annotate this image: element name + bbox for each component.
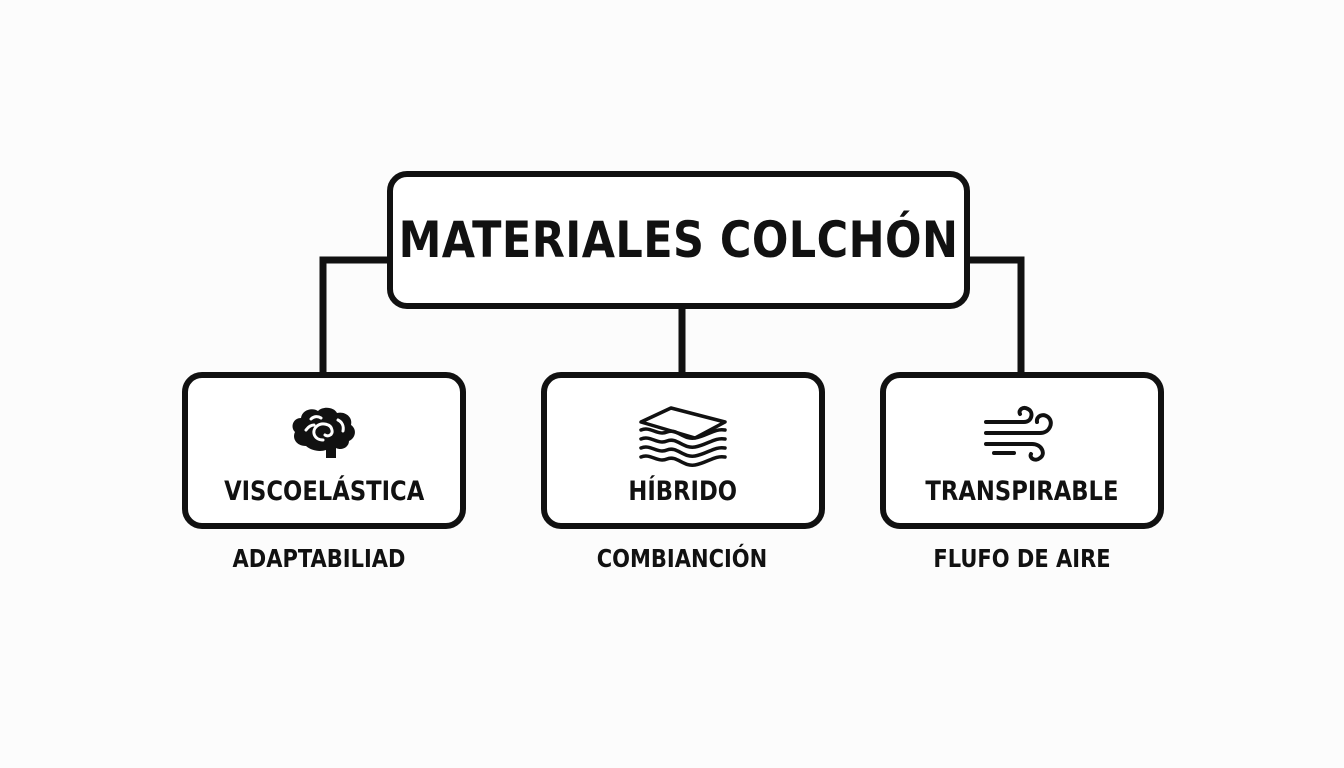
node-hibrido: HÍBRIDO — [541, 372, 825, 529]
connector-root-to-transpirable — [967, 256, 1025, 375]
caption-hibrido: COMBIANCIÓN — [596, 544, 768, 573]
node-viscoelastica: VISCOELÁSTICA — [182, 372, 466, 529]
layers-icon — [639, 406, 727, 467]
root-title: MATERIALES COLCHÓN — [398, 211, 959, 269]
root-node: MATERIALES COLCHÓN — [387, 171, 970, 309]
caption-transpirable: FLUFO DE AIRE — [933, 544, 1111, 573]
node-title-transpirable: TRANSPIRABLE — [925, 476, 1119, 507]
node-title-hibrido: HÍBRIDO — [628, 476, 738, 507]
wind-icon — [984, 405, 1053, 462]
caption-viscoelastica: ADAPTABILIAD — [232, 544, 406, 573]
node-title-viscoelastica: VISCOELÁSTICA — [223, 476, 425, 507]
connector-root-to-viscoelastica — [319, 256, 390, 375]
brain-icon — [292, 407, 355, 458]
node-transpirable: TRANSPIRABLE — [880, 372, 1164, 529]
